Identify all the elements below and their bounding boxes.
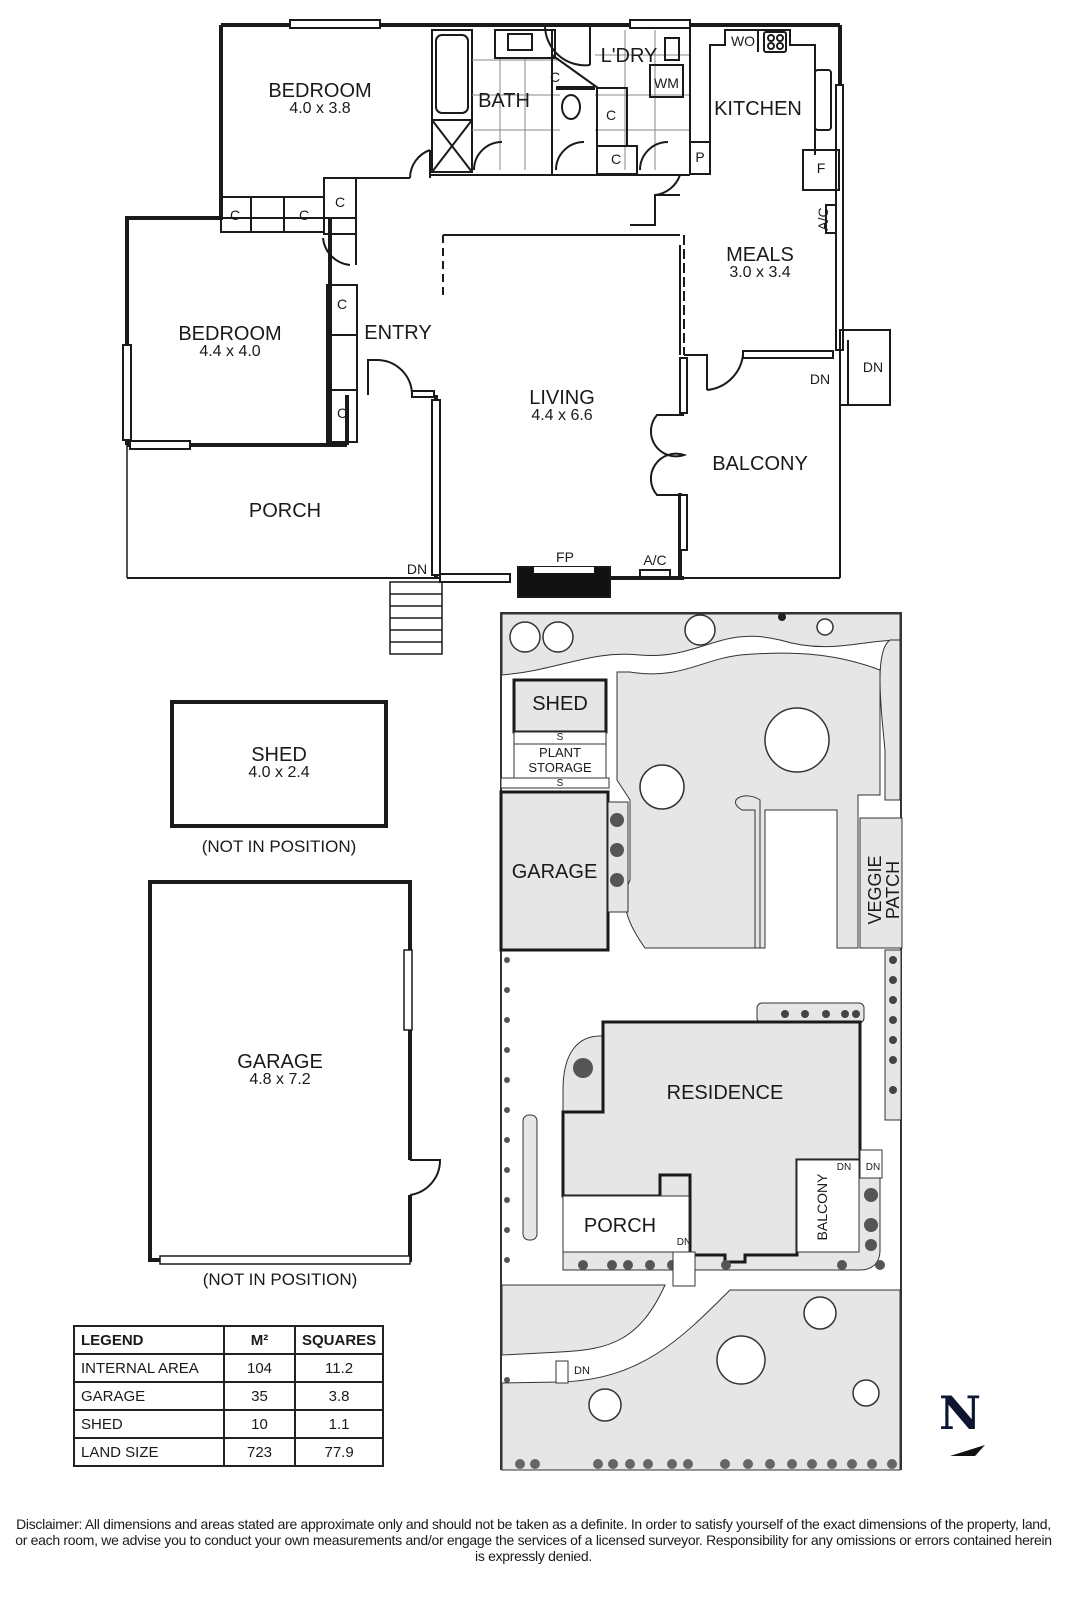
legend-cell: 35	[223, 1381, 296, 1411]
room-bedroom-1: BEDROOM 4.0 x 3.8	[240, 81, 400, 117]
legend-cell: 1.1	[293, 1409, 385, 1439]
plant-storage-label-line1: PLANT	[539, 745, 581, 760]
room-balcony: BALCONY	[712, 453, 808, 475]
site-down-label: DN	[676, 1237, 692, 1248]
north-arrow-icon	[950, 1445, 985, 1456]
washing-machine-label: WM	[654, 75, 679, 91]
legend-cell: INTERNAL AREA	[73, 1353, 225, 1383]
room-name: BEDROOM	[268, 80, 372, 102]
site-balcony-label: BALCONY	[814, 1173, 830, 1241]
veggie-patch-label: VEGGIE PATCH	[865, 855, 903, 925]
site-down-label: DN	[836, 1162, 852, 1173]
room-meals: MEALS 3.0 x 3.4	[700, 245, 820, 281]
site-shed-label: SHED	[532, 693, 588, 715]
detached-garage: GARAGE 4.8 x 7.2	[150, 1052, 410, 1088]
room-dimensions: 3.0 x 3.4	[729, 264, 791, 281]
disclaimer-text: Disclaimer: All dimensions and areas sta…	[15, 1516, 1052, 1564]
cupboard-label: C	[298, 207, 310, 223]
residence-label: RESIDENCE	[666, 1082, 784, 1104]
site-step-label: S	[556, 778, 564, 789]
cupboard-label: C	[336, 296, 348, 312]
room-name: BEDROOM	[178, 323, 282, 345]
detached-shed: SHED 4.0 x 2.4	[172, 745, 386, 781]
legend-cell: 104	[223, 1353, 296, 1383]
legend-cell: 11.2	[293, 1353, 385, 1383]
legend-cell: 10	[223, 1409, 296, 1439]
room-name: LIVING	[529, 387, 595, 409]
north-compass-label: N	[938, 1386, 982, 1440]
pantry-label: P	[695, 149, 705, 165]
site-down-label: DN	[574, 1365, 590, 1377]
room-dimensions: 4.4 x 6.6	[531, 407, 593, 424]
room-laundry: L'DRY	[600, 45, 658, 67]
room-dimensions: 4.0 x 2.4	[248, 764, 310, 781]
legend-cell: 3.8	[293, 1381, 385, 1411]
garage-position-note: (NOT IN POSITION)	[202, 1270, 358, 1289]
shed-outline	[170, 700, 388, 828]
cupboard-label: C	[549, 69, 561, 85]
legend-row: GARAGE 35 3.8	[73, 1381, 385, 1411]
shed-position-note: (NOT IN POSITION)	[201, 837, 357, 856]
wall-oven-label: WO	[730, 33, 756, 49]
site-down-label: DN	[865, 1162, 881, 1173]
site-step-label: S	[556, 732, 564, 743]
air-con-label: A/C	[815, 207, 831, 231]
cupboard-label: C	[605, 107, 617, 123]
room-porch: PORCH	[248, 500, 322, 522]
legend-cell: 723	[223, 1437, 296, 1467]
stairs-down-label: DN	[862, 359, 884, 375]
room-name: GARAGE	[237, 1051, 323, 1073]
room-dimensions: 4.8 x 7.2	[249, 1071, 311, 1088]
room-dimensions: 4.4 x 4.0	[199, 343, 261, 360]
plant-storage-label-line2: STORAGE	[528, 760, 592, 775]
air-con-label: A/C	[643, 552, 667, 568]
room-entry: ENTRY	[364, 322, 432, 344]
fireplace-label: FP	[556, 549, 574, 565]
cupboard-label: C	[336, 405, 348, 421]
legend-cell: SHED	[73, 1409, 225, 1439]
legend-cell: GARAGE	[73, 1381, 225, 1411]
fridge-label: F	[816, 160, 826, 176]
cupboard-label: C	[334, 194, 346, 210]
legend-row: INTERNAL AREA 104 11.2	[73, 1353, 385, 1383]
legend-cell: 77.9	[293, 1437, 385, 1467]
room-name: MEALS	[726, 244, 794, 266]
legend-header: M²	[223, 1325, 296, 1355]
room-kitchen: KITCHEN	[714, 98, 802, 120]
room-dimensions: 4.0 x 3.8	[289, 100, 351, 117]
site-porch-label: PORCH	[583, 1215, 657, 1237]
legend-row: SHED 10 1.1	[73, 1409, 385, 1439]
stairs-down-label: DN	[809, 371, 831, 387]
room-living: LIVING 4.4 x 6.6	[502, 388, 622, 424]
legend-row: LAND SIZE 723 77.9	[73, 1437, 385, 1467]
legend-cell: LAND SIZE	[73, 1437, 225, 1467]
legend-header-row: LEGEND M² SQUARES	[73, 1325, 385, 1355]
room-bath: BATH	[478, 90, 530, 112]
legend-header: LEGEND	[73, 1325, 225, 1355]
legend-table: LEGEND M² SQUARES INTERNAL AREA 104 11.2…	[73, 1325, 385, 1467]
cupboard-label: C	[229, 207, 241, 223]
room-bedroom-2: BEDROOM 4.4 x 4.0	[150, 324, 310, 360]
site-plan	[499, 612, 903, 1471]
room-name: SHED	[251, 744, 307, 766]
site-garage-label: GARAGE	[511, 861, 598, 883]
stairs-down-label: DN	[406, 561, 428, 577]
cupboard-label: C	[610, 151, 622, 167]
legend-header: SQUARES	[293, 1325, 385, 1355]
